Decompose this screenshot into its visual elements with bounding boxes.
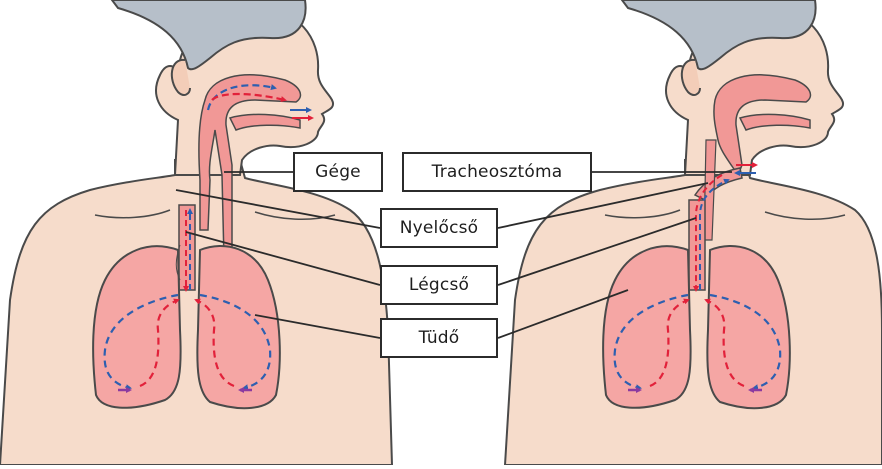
left-torso	[0, 160, 392, 465]
label-tracheostomy: Tracheosztóma	[402, 152, 592, 192]
right-figure	[505, 0, 882, 465]
label-larynx-text: Gége	[315, 162, 361, 182]
label-larynx: Gége	[293, 152, 383, 192]
left-trachea	[179, 205, 195, 290]
label-lung: Tüdő	[380, 318, 498, 358]
label-trachea-text: Légcső	[409, 275, 469, 295]
label-tracheostomy-text: Tracheosztóma	[432, 162, 563, 182]
label-lung-text: Tüdő	[419, 328, 460, 348]
label-esophagus: Nyelőcső	[380, 208, 498, 248]
label-esophagus-text: Nyelőcső	[400, 218, 479, 238]
label-trachea: Légcső	[380, 265, 498, 305]
left-figure	[0, 0, 392, 465]
